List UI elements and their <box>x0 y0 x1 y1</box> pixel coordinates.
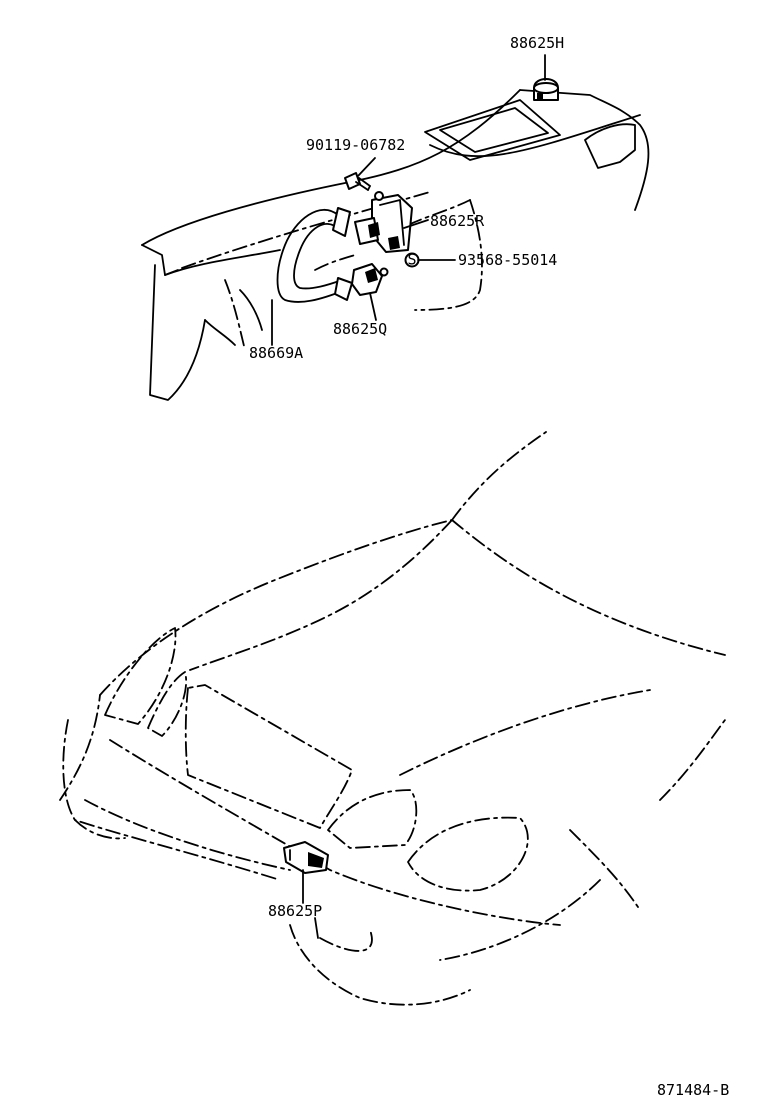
part-88669A-hose <box>276 207 353 303</box>
part-93568-55014-clip: S <box>404 251 420 269</box>
label-88625H: 88625H <box>510 34 564 52</box>
part-90119-06782-bolt <box>344 172 371 191</box>
label-88669A: 88669A <box>249 344 303 362</box>
car-front-outline <box>59 431 726 1006</box>
label-88625Q: 88625Q <box>333 320 387 338</box>
s-mark: S <box>407 251 416 269</box>
diagram-code: 871484-B <box>657 1081 729 1099</box>
part-88625H-cap <box>533 78 559 101</box>
label-88625R: 88625R <box>430 212 485 230</box>
label-90119-06782: 90119-06782 <box>306 136 405 154</box>
part-88625P-sensor <box>283 841 329 874</box>
leader-lines-bottom <box>302 869 319 939</box>
label-93568-55014: 93568-55014 <box>458 251 557 269</box>
part-88625Q-connector <box>351 263 389 296</box>
leader-lines-top <box>271 54 546 346</box>
label-88625P: 88625P <box>268 902 322 920</box>
part-88625R-sensor <box>354 191 413 253</box>
